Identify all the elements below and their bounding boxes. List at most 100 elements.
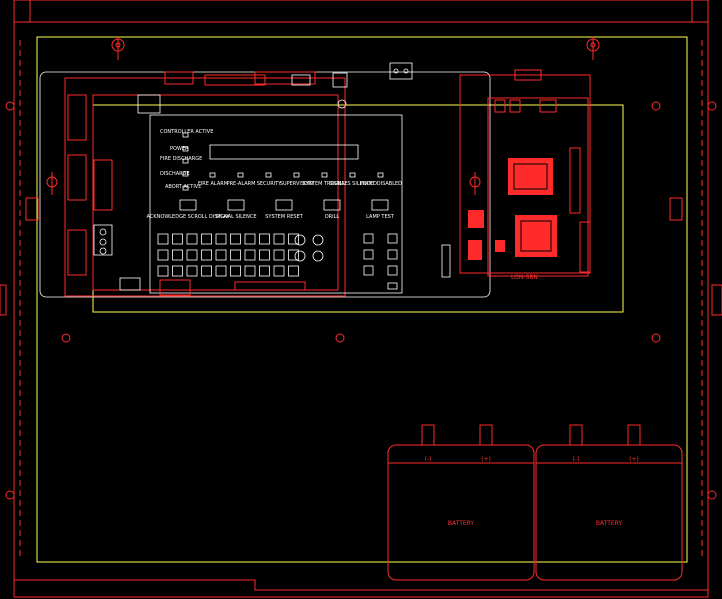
keypad-knob [312,250,324,262]
led-indicator [182,132,189,191]
keypad-key[interactable] [172,233,183,245]
keypad-key[interactable] [201,265,212,277]
status-led [237,172,244,178]
control-button-label: SIGNAL SILENCE [215,214,256,220]
keypad-key[interactable] [215,249,227,261]
keypad-key[interactable] [259,233,270,245]
keyhole-icon [469,172,481,195]
display-board [92,94,339,291]
keypad-key[interactable] [157,233,169,245]
keypad-key[interactable] [259,249,270,261]
label-abort-active: ABORT ACTIVE [165,184,201,190]
keypad-key[interactable] [186,249,198,261]
status-label: PRE-ALARM [227,181,256,187]
keyhole-icon [111,36,125,60]
keypad-key[interactable] [172,249,183,261]
connector-strip [441,244,451,278]
keypad-key[interactable] [230,249,241,261]
battery-label: BATTERY [596,520,623,527]
keypad-key[interactable] [288,265,299,277]
control-button-label: SYSTEM RESET [265,214,303,220]
keypad-key[interactable] [230,265,241,277]
dip-switch [291,74,311,86]
inner-frame [36,36,688,563]
keypad-key[interactable] [288,233,299,245]
control-button[interactable] [323,199,341,211]
control-button[interactable] [179,199,197,211]
control-button[interactable] [227,199,245,211]
keypad-key[interactable] [244,233,256,245]
status-label: SUPERVISORY [280,181,315,187]
keypad-key[interactable] [186,265,198,277]
keypad-knob [294,250,306,262]
battery-negative: (-) [425,456,432,463]
keypad-key[interactable] [273,233,285,245]
mount-hole [5,101,15,111]
terminal-top [389,62,413,80]
keyhole-icon [586,36,600,60]
battery-terminal [569,424,583,446]
battery-positive: (+) [481,456,491,463]
cabinet-outline [13,0,709,598]
battery-terminal [421,424,435,446]
battery-negative: (-) [573,456,580,463]
label-power: POWER [170,146,189,152]
mount-hole [335,333,345,343]
control-button[interactable] [371,199,389,211]
mounting-plate [92,104,624,313]
status-led [265,172,272,178]
keypad-key[interactable] [172,265,183,277]
header-top [204,74,266,86]
keypad-key[interactable] [230,233,241,245]
bottom-connector [119,277,141,291]
battery-terminal [479,424,493,446]
mount-hole [707,490,717,500]
status-led [349,172,356,178]
status-led [377,172,384,178]
status-label: FIRE ALARM [198,181,228,187]
mount-hole [707,101,717,111]
keypad-key[interactable] [259,265,270,277]
keypad [157,233,324,277]
keypad-key[interactable] [288,249,299,261]
battery: (-)(+)BATTERY [387,424,535,581]
connector-rj [332,72,348,88]
mount-hole [5,490,15,500]
bottom-connector [159,279,191,296]
keypad-key[interactable] [244,265,256,277]
bracket-left [25,197,39,221]
battery-area: (-)(+)BATTERY(-)(+)BATTERY [387,424,683,581]
bottom-header [234,281,306,291]
status-led [293,172,300,178]
mount-hole [61,333,71,343]
label-fire-discharge: FIRE DISCHARGE [160,156,202,162]
keypad-key[interactable] [186,233,198,245]
keypad-key[interactable] [273,249,285,261]
board-label: LON-SBN [511,274,538,281]
keypad-key[interactable] [201,233,212,245]
battery: (-)(+)BATTERY [535,424,683,581]
connector-top [137,94,161,114]
battery-terminal [627,424,641,446]
keypad-key[interactable] [201,249,212,261]
keypad-knob [294,234,306,246]
keypad-side [363,233,398,290]
keypad-key[interactable] [273,265,285,277]
control-button[interactable] [275,199,293,211]
lcd-window [209,144,359,160]
main-board-red [64,77,346,297]
keypad-key[interactable] [215,233,227,245]
label-controller-active: CONTROLLER ACTIVE [160,129,213,135]
mount-hole [651,101,661,111]
keypad-key[interactable] [244,249,256,261]
keypad-key[interactable] [157,249,169,261]
status-led [209,172,216,178]
keypad-key[interactable] [157,265,169,277]
mount-hole [651,333,661,343]
keypad-key[interactable] [215,265,227,277]
header-top [254,71,316,85]
keypad-knob [312,234,324,246]
control-button-label: ACKNOWLEDGE SCROLL DISPLAY [147,214,231,220]
